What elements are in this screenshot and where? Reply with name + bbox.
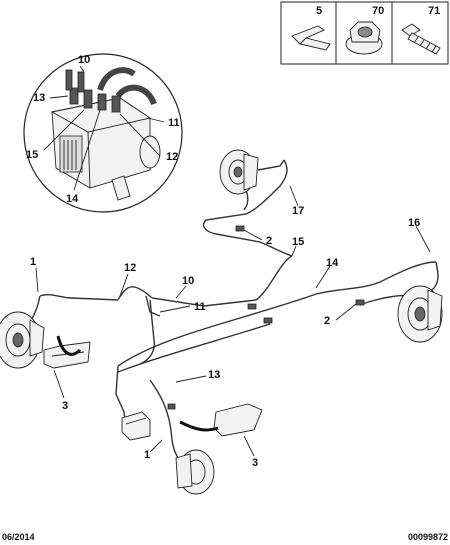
front-right-wheel-brake (219, 149, 285, 195)
callout-14: 14 (326, 257, 339, 269)
callout-2: 2 (324, 315, 330, 327)
callout-1: 1 (144, 449, 150, 461)
callout-12: 12 (166, 151, 178, 163)
inset-ref-label: 70 (372, 5, 384, 17)
callout-14: 14 (66, 193, 79, 205)
footer-reference: 00099872 (407, 532, 448, 542)
callout-17: 17 (292, 205, 304, 217)
callout-3: 3 (62, 400, 68, 412)
callout-10: 10 (182, 275, 194, 287)
callout-13: 13 (33, 92, 45, 104)
callout-16: 16 (408, 217, 420, 229)
footer-date: 06/2014 (2, 532, 35, 542)
callout-12: 12 (124, 262, 136, 274)
inset-ref-label: 5 (316, 5, 322, 17)
inset-ref-label: 71 (428, 5, 440, 17)
callout-3: 3 (252, 457, 258, 469)
callout-15: 15 (26, 149, 38, 161)
flange-bolt-icon (401, 23, 441, 55)
callout-11: 11 (194, 301, 206, 313)
front-left-wheel-brake (0, 311, 91, 369)
callouts: 1 12 10 11 3 13 1 3 2 15 17 14 2 16 (30, 185, 431, 469)
flange-nut-icon (345, 21, 383, 55)
rear-right-wheel-brake (397, 285, 443, 343)
abs-detail-inset: 13 10 11 15 14 12 (23, 53, 183, 213)
callout-15: 15 (292, 236, 304, 248)
callout-1: 1 (30, 256, 36, 268)
parts-inset: 5 70 71 (280, 1, 449, 65)
callout-2: 2 (266, 235, 272, 247)
callout-10: 10 (78, 54, 90, 66)
callout-11: 11 (168, 117, 180, 129)
callout-13: 13 (208, 369, 220, 381)
clip-icon (291, 25, 331, 51)
abs-module (121, 295, 161, 441)
rear-left-wheel-brake (175, 403, 263, 495)
